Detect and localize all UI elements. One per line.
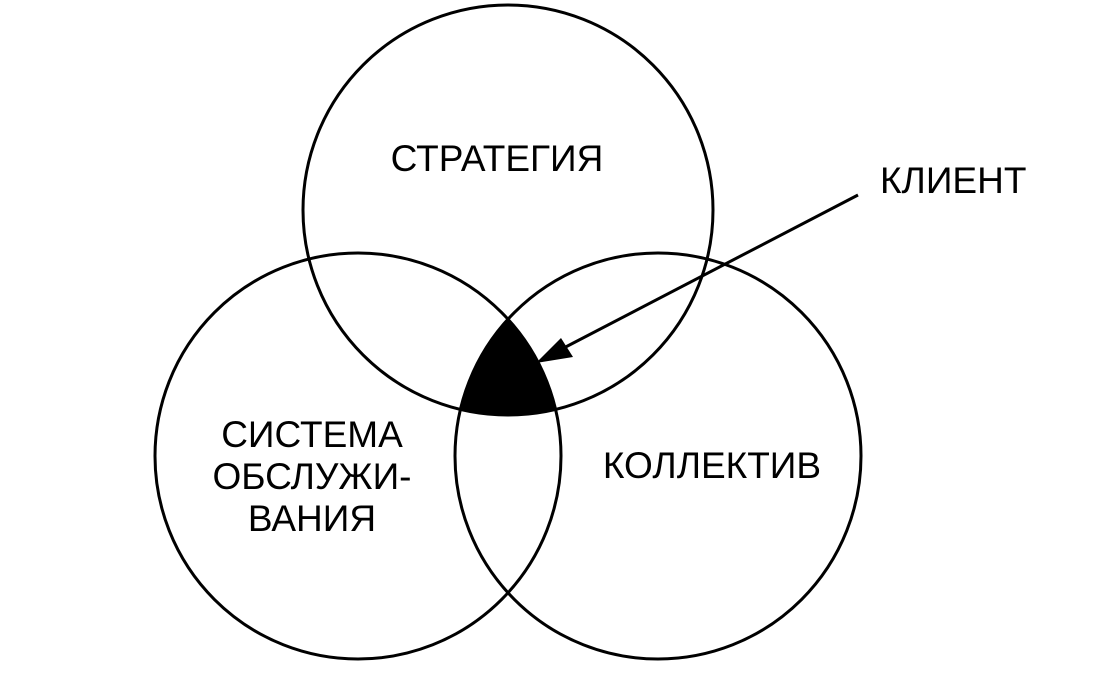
team-circle (453, 251, 863, 661)
service-system-circle (153, 251, 563, 661)
service-system-label-line-2: ОБСЛУЖИ- (212, 456, 412, 497)
team-label: КОЛЛЕКТИВ (602, 445, 822, 486)
service-system-label-line-1: СИСТЕМА (221, 414, 403, 455)
service-system-label-line-3: ВАНИЯ (247, 498, 377, 539)
client-pointer-line (555, 193, 859, 354)
client-label: КЛИЕНТ (880, 160, 1027, 201)
service-system-label: СИСТЕМА ОБСЛУЖИ- ВАНИЯ (212, 414, 411, 540)
strategy-label: СТРАТЕГИЯ (390, 138, 604, 179)
client-pointer-arrowhead (536, 338, 573, 363)
